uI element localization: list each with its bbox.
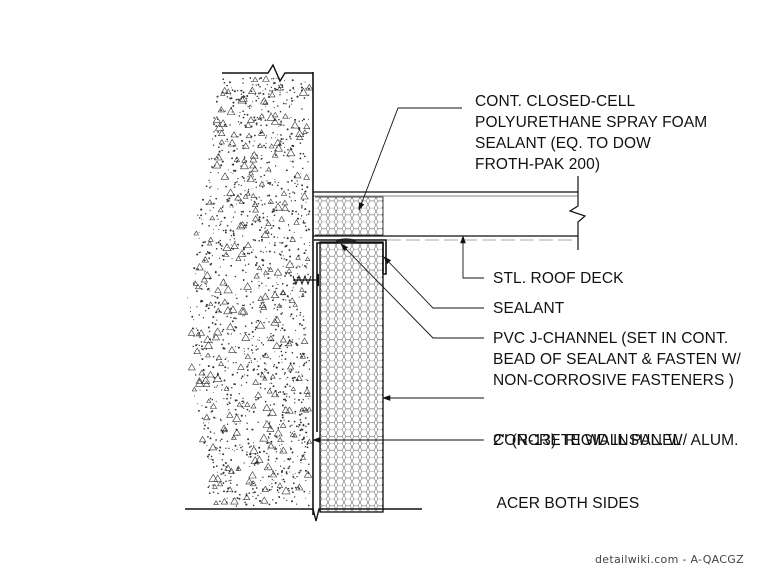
label-steel-roof-deck: STL. ROOF DECK (493, 270, 624, 287)
leaders (312, 107, 484, 443)
label-concrete-wall-panel: CONCRETE WALL PANEL (493, 432, 682, 449)
leader-roof-deck (460, 235, 484, 279)
sealant-bead (336, 238, 356, 244)
rigid-insulation (319, 241, 384, 513)
pvc-j-channel (314, 239, 387, 432)
top-break-line (222, 63, 313, 83)
watermark-text: detailwiki.com - A-QACGZ (595, 553, 744, 566)
spray-foam-sealant (315, 196, 384, 236)
label-pvc-j-channel: PVC J-CHANNEL (SET IN CONT. BEAD OF SEAL… (493, 330, 741, 389)
label-spray-foam-sealant: CONT. CLOSED-CELL POLYURETHANE SPRAY FOA… (475, 93, 708, 173)
concrete-stipple (187, 75, 314, 507)
leader-foam-sealant (358, 107, 462, 211)
leader-sealant (383, 256, 484, 309)
label-rigid-insulation: 2" (R-13) RIGID INSUL. W/ ALUM. ACER BOT… (493, 432, 739, 512)
label-sealant: SEALANT (493, 300, 565, 317)
fastener (292, 274, 319, 286)
leader-j-channel (340, 243, 484, 339)
bottom-grade-line (185, 508, 422, 522)
concrete-wall-panel (187, 72, 314, 515)
